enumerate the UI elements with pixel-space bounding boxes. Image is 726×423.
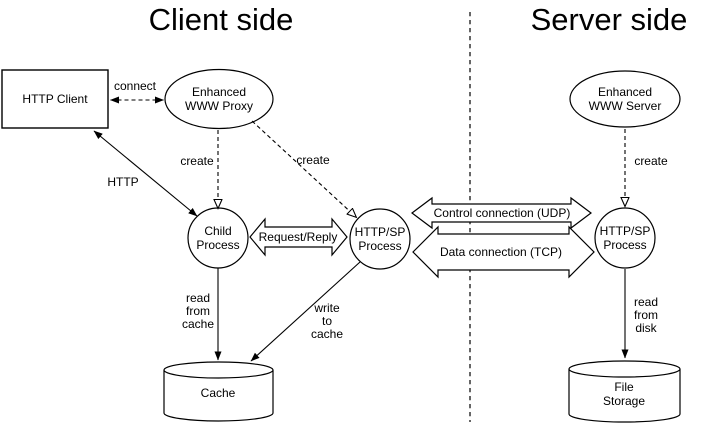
http-arrow bbox=[93, 130, 198, 217]
request-reply-arrow bbox=[249, 217, 348, 257]
child-process-label: Child Process bbox=[196, 224, 240, 252]
www-server-ellipse bbox=[569, 70, 681, 128]
www-proxy-label: Enhanced WWW Proxy bbox=[185, 85, 253, 113]
data-connection-label: Data connection (TCP) bbox=[439, 245, 563, 259]
create-httpsp-arrow bbox=[251, 120, 356, 217]
http-client-label: HTTP Client bbox=[22, 92, 88, 106]
http-client-box bbox=[1, 69, 109, 129]
control-connection-label: Control connection (UDP) bbox=[433, 206, 571, 220]
data-connection-arrow bbox=[412, 225, 595, 279]
httpsp-server-label: HTTP/SP Process bbox=[599, 224, 651, 252]
httpsp-server-circle bbox=[594, 207, 656, 269]
write-cache-arrow bbox=[250, 261, 361, 362]
connect-label: connect bbox=[113, 79, 157, 93]
read-from-cache-label: read from cache bbox=[181, 291, 215, 331]
httpsp-client-circle bbox=[349, 208, 411, 270]
write-to-cache-label: write to cache bbox=[310, 301, 344, 341]
cache-label: Cache bbox=[200, 386, 236, 400]
create-server-label: create bbox=[634, 154, 668, 168]
cache-cylinder bbox=[163, 361, 274, 422]
control-connection-arrow bbox=[411, 196, 592, 230]
httpsp-client-label: HTTP/SP Process bbox=[354, 225, 406, 253]
create-child-label: create bbox=[180, 154, 214, 168]
www-proxy-ellipse bbox=[164, 68, 274, 130]
file-storage-cylinder bbox=[568, 360, 681, 423]
read-from-disk-label: read from disk bbox=[633, 295, 659, 335]
file-storage-label: File Storage bbox=[602, 380, 646, 408]
server-side-title: Server side bbox=[530, 2, 688, 37]
create-httpsp-label: create bbox=[296, 153, 330, 167]
http-label: HTTP bbox=[107, 175, 139, 189]
www-server-label: Enhanced WWW Server bbox=[588, 85, 662, 113]
client-side-title: Client side bbox=[148, 2, 294, 37]
request-reply-label: Request/Reply bbox=[258, 230, 338, 244]
